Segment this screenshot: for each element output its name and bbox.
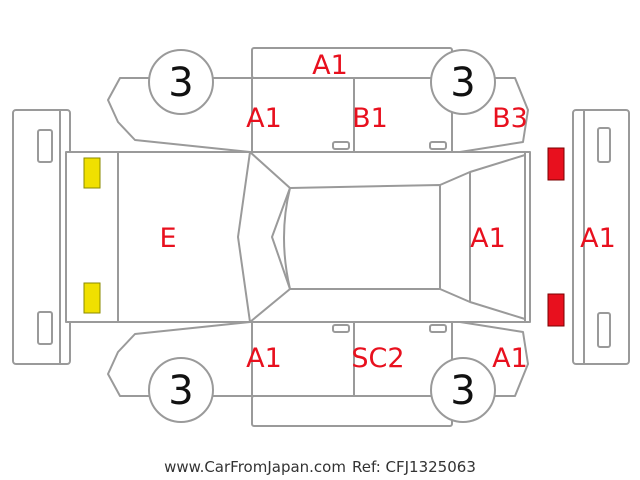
footer-reference: www.CarFromJapan.com Ref: CFJ1325063: [164, 458, 476, 476]
footer-site: www.CarFromJapan.com: [164, 458, 346, 476]
code-rear-window: A1: [470, 223, 506, 254]
tyre-rear-right-grade: 3: [450, 368, 475, 414]
rear-lamp-bottom: [547, 293, 565, 327]
rear-lamp-top: [547, 147, 565, 181]
code-rear-bumper: A1: [580, 223, 616, 254]
side-sill-bottom: [251, 395, 453, 427]
car-body-top-view: [65, 151, 531, 323]
tyre-front-left-grade: 3: [168, 60, 193, 106]
right-side-profile: [107, 289, 529, 397]
code-rear-door-top: B1: [352, 103, 388, 134]
code-rear-door-bottom: SC2: [351, 343, 404, 374]
tyre-front-left: 3: [148, 49, 214, 115]
rear-bumper: [572, 109, 630, 365]
code-rear-quarter-top: B3: [492, 103, 528, 134]
front-lamp-bottom: [83, 282, 101, 314]
tyre-front-right: 3: [148, 357, 214, 423]
code-roof-edge-top: A1: [312, 50, 348, 81]
side-sill-top: [251, 47, 453, 79]
tyre-rear-left: 3: [430, 49, 496, 115]
code-hood: E: [159, 223, 176, 254]
tyre-rear-right: 3: [430, 357, 496, 423]
code-rear-quarter-bottom: A1: [492, 343, 528, 374]
front-bumper: [12, 109, 71, 365]
tyre-rear-left-grade: 3: [450, 60, 475, 106]
footer-ref: Ref: CFJ1325063: [352, 458, 476, 476]
left-side-profile: [107, 77, 529, 185]
code-front-door-bottom: A1: [246, 343, 282, 374]
code-front-door-top: A1: [246, 103, 282, 134]
tyre-front-right-grade: 3: [168, 368, 193, 414]
front-lamp-top: [83, 157, 101, 189]
